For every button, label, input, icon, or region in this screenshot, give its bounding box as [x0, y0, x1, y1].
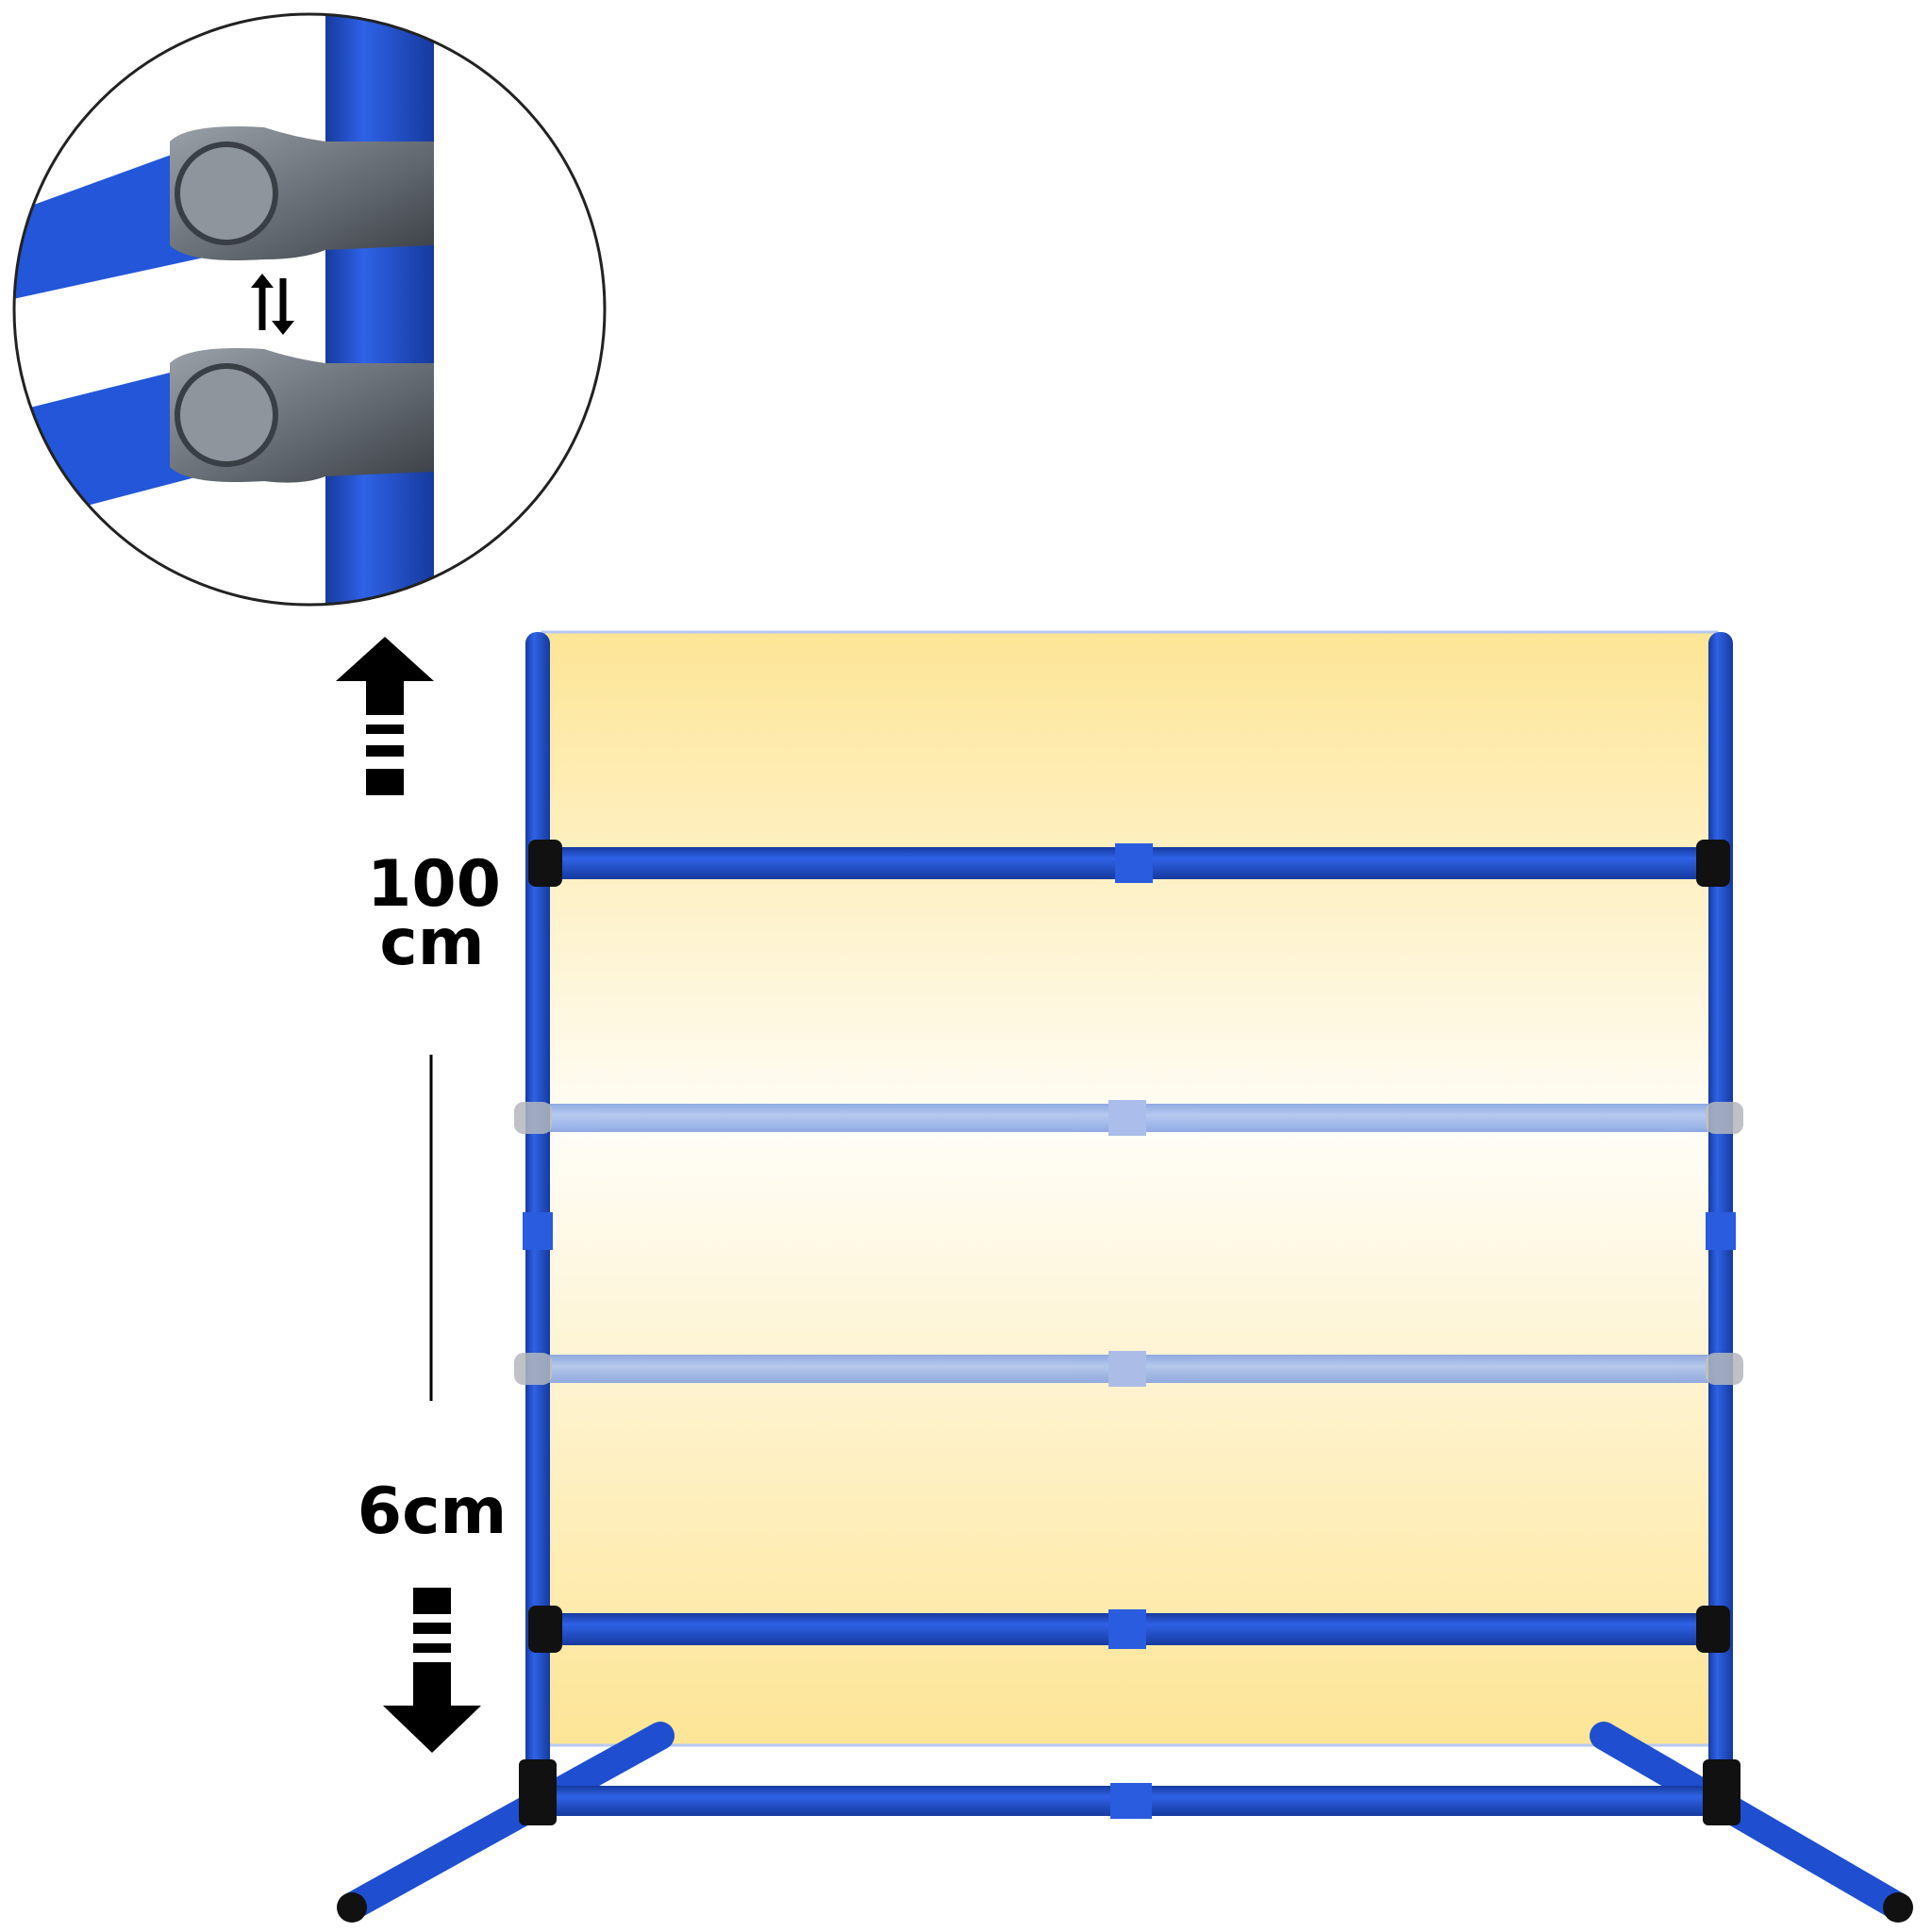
yellow-panel: [541, 630, 1719, 1747]
up-down-swap-arrows-icon: [251, 274, 294, 335]
detail-lower-clip: [170, 348, 434, 483]
height-min-label: 6cm: [358, 1474, 507, 1549]
height-max-value: 100: [367, 847, 501, 922]
height-annotation: 100 cm 6cm: [336, 637, 507, 1753]
ghost-crossbar-lower: [514, 1351, 1743, 1387]
dashed-up-arrow-icon: [336, 637, 434, 795]
clip-detail-magnifier: [12, 12, 607, 607]
ghost-crossbar-upper: [514, 1100, 1743, 1136]
base-connectors: [519, 1759, 1740, 1825]
detail-vertical-pole: [325, 14, 434, 605]
bottom-crossbar: [528, 1606, 1730, 1653]
detail-upper-clip: [170, 126, 434, 260]
height-max-unit: cm: [379, 906, 484, 980]
dashed-down-arrow-icon: [383, 1588, 481, 1753]
base-legs: [337, 1722, 1913, 1923]
top-crossbar: [528, 840, 1730, 887]
detail-upper-bar: [14, 142, 217, 302]
hurdle-frame: [337, 630, 1913, 1923]
